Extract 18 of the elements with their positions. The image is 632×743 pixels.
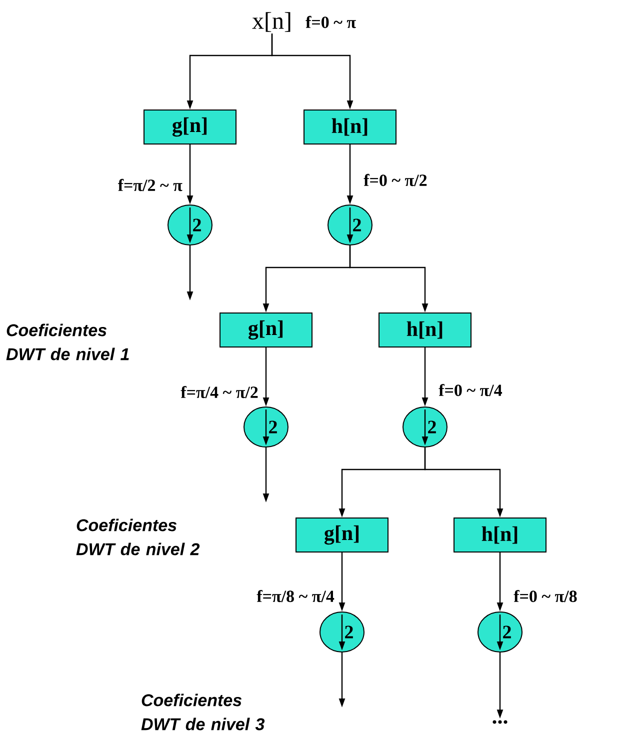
- frequency-label: f=0 ~ π/2: [364, 174, 427, 186]
- output-label: Coeficientes DWT de nivel 2: [76, 518, 200, 556]
- signal-label: x[n]: [252, 12, 290, 32]
- filter-box: g[n]: [220, 312, 312, 348]
- ellipsis-label: ...: [492, 720, 508, 724]
- filter-box: g[n]: [296, 518, 388, 552]
- frequency-label: f=π/2 ~ π: [118, 178, 182, 192]
- frequency-label: f=0 ~ π/8: [514, 590, 577, 602]
- filter-box: h[n]: [378, 312, 472, 348]
- output-label: Coeficientes DWT de nivel 1: [6, 324, 129, 360]
- frequency-label: f=0 ~ π: [306, 16, 356, 28]
- output-label: Coeficientes DWT de nivel 3: [141, 694, 265, 730]
- filter-box: g[n]: [144, 110, 236, 144]
- frequency-label: f=π/4 ~ π/2: [180, 386, 258, 398]
- filter-box: h[n]: [304, 110, 396, 144]
- frequency-label: f=0 ~ π/4: [438, 384, 502, 396]
- frequency-label: f=π/8 ~ π/4: [256, 590, 334, 602]
- filter-box: h[n]: [454, 518, 546, 552]
